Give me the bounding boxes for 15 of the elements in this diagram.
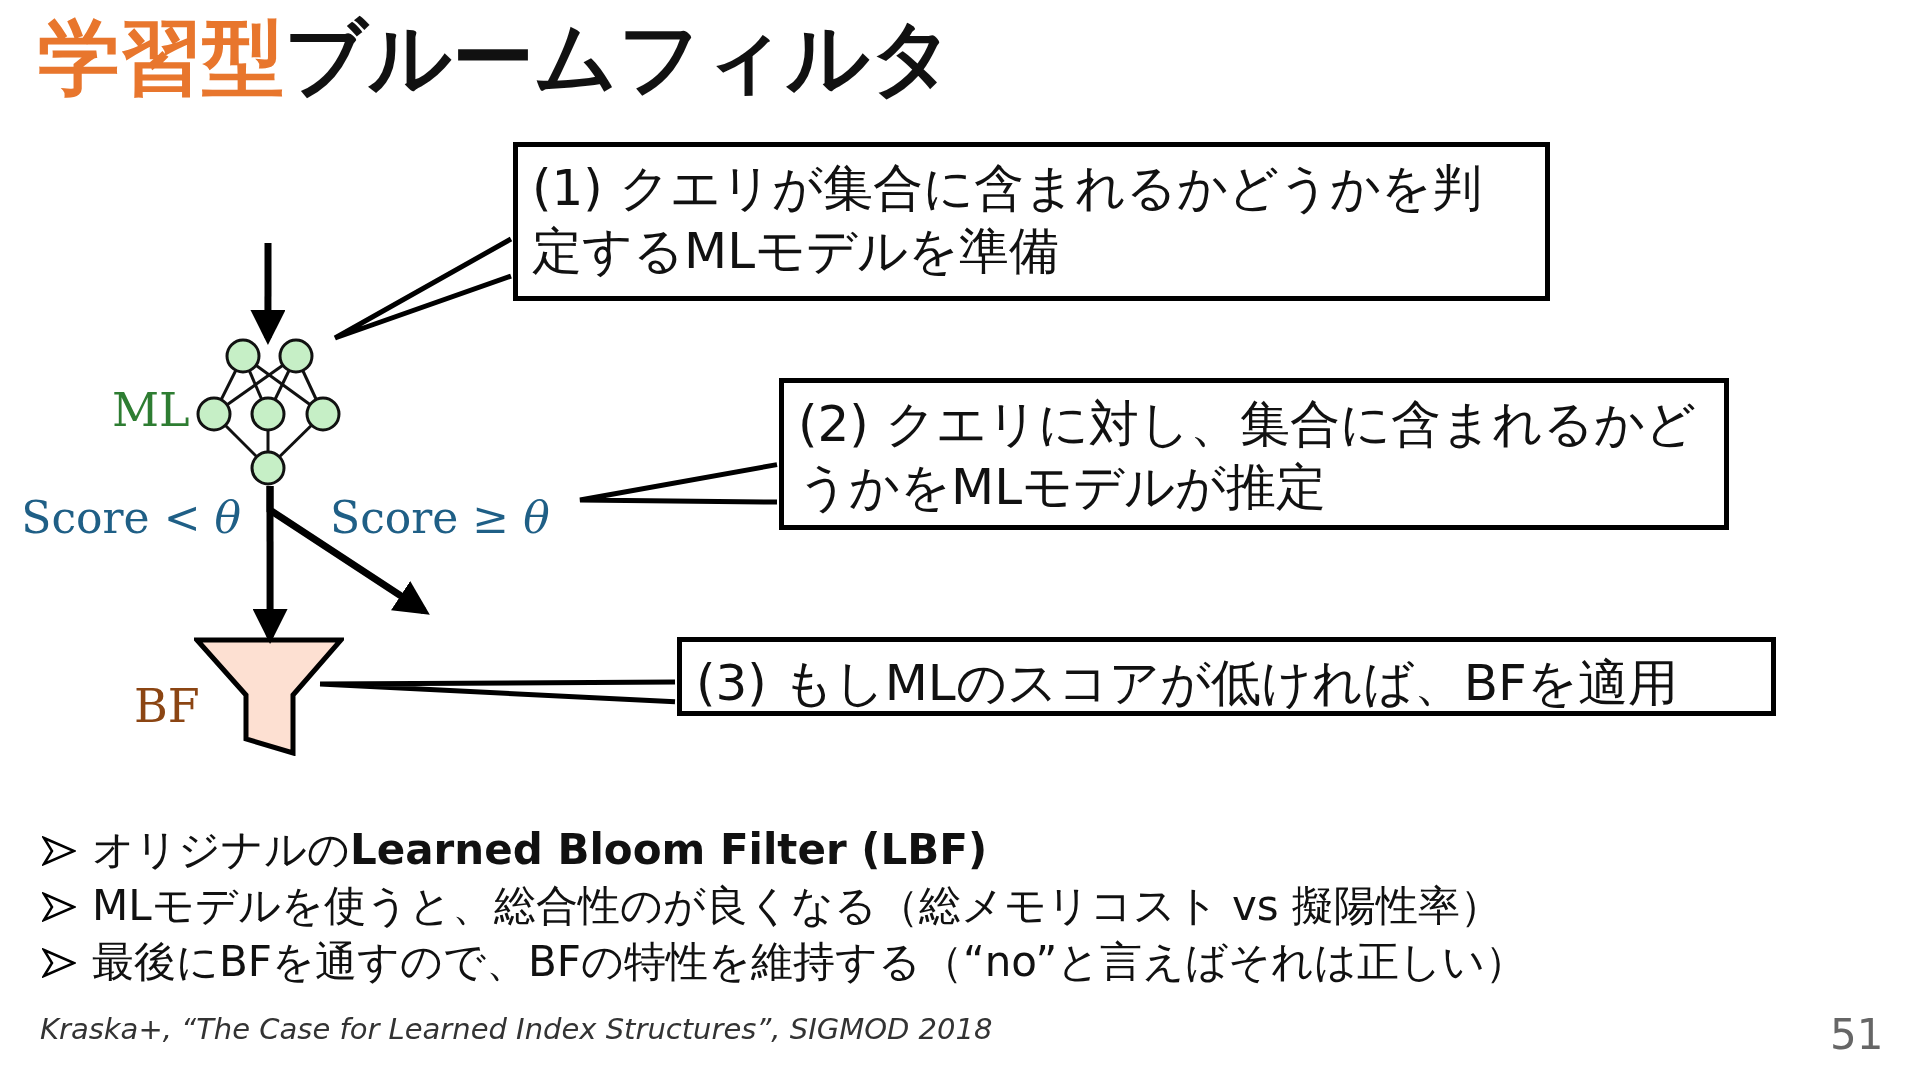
node-label: BF xyxy=(134,679,200,733)
arrow xyxy=(266,486,430,615)
callout-box: (2) クエリに対し、集合に含まれるかどうかをMLモデルが推定 xyxy=(779,378,1729,530)
callout-box: (1) クエリが集合に含まれるかどうかを判定するMLモデルを準備 xyxy=(513,142,1550,301)
bullet-text: MLモデルを使うと、総合性のが良くなる（総メモリコスト vs 擬陽性率） xyxy=(92,880,1503,932)
bullet-text: 最後にBFを通すので、BFの特性を維持する（“no”と言えばそれは正しい） xyxy=(92,936,1528,988)
bullet-text: オリジナルのLearned Bloom Filter (LBF) xyxy=(92,824,988,876)
leader-line xyxy=(332,236,514,341)
leader-line xyxy=(577,462,780,505)
citation: Kraska+, “The Case for Learned Index Structures”, SIGMOD 2018 xyxy=(40,1012,993,1046)
leader-line xyxy=(317,679,678,705)
page-number: 51 xyxy=(1830,1010,1884,1059)
callout-box: (3) もしMLのスコアが低ければ、BFを適用 xyxy=(677,637,1776,716)
node-label: ML xyxy=(112,383,190,437)
slide-title: 学習型ブルームフィルタ xyxy=(38,9,954,107)
